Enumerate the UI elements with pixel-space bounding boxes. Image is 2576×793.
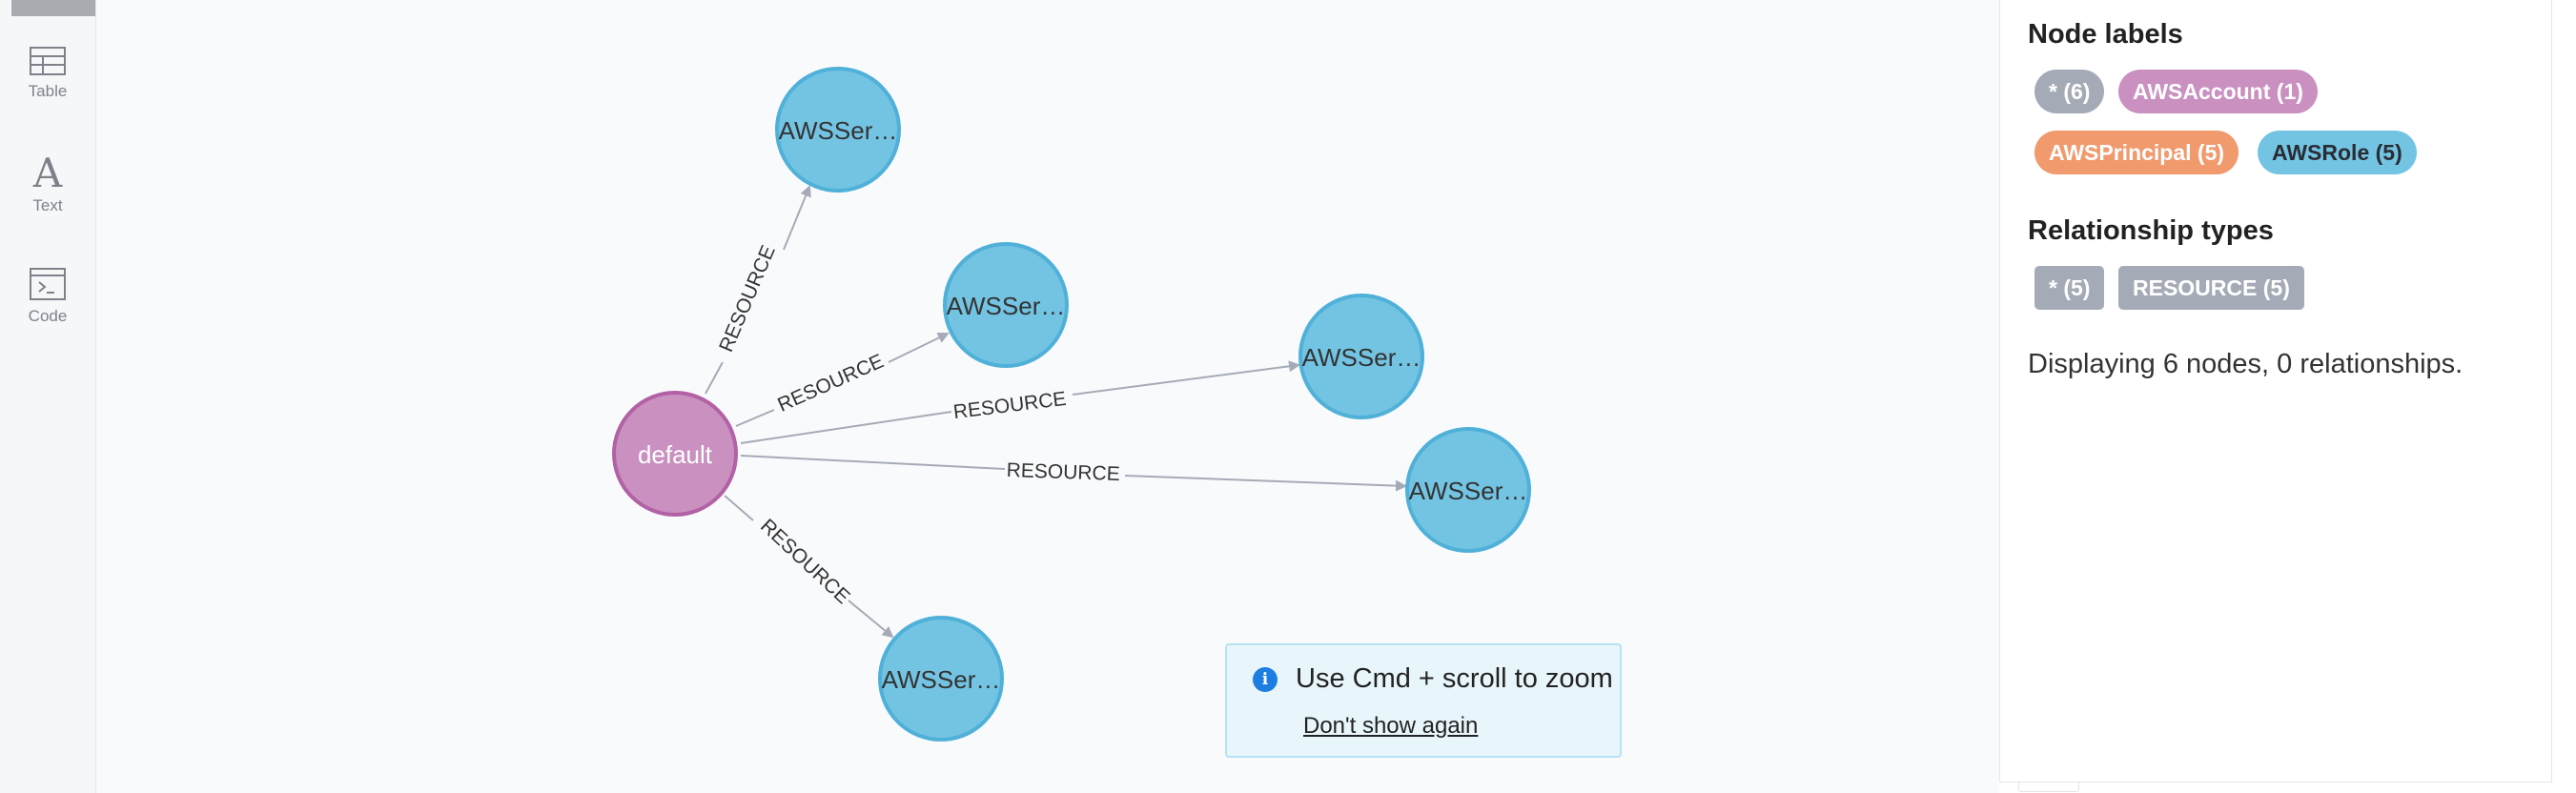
aws-role-node[interactable]: AWSSer…	[775, 67, 901, 193]
node-label-chip-all[interactable]: * (6)	[2034, 70, 2105, 113]
node-label: AWSSer…	[947, 292, 1066, 320]
node-label-chip-awsprincipal[interactable]: AWSPrincipal (5)	[2034, 131, 2239, 174]
graph-overview-panel: Node labels * (6) AWSAccount (1) AWSPrin…	[1999, 0, 2552, 783]
relationship-chip-resource[interactable]: RESOURCE (5)	[2118, 266, 2304, 310]
display-summary: Displaying 6 nodes, 0 relationships.	[2028, 349, 2464, 379]
aws-role-node[interactable]: AWSSer…	[1298, 294, 1424, 419]
edge-label: RESOURCE	[756, 515, 854, 608]
left-sidebar: Table A Text Code	[0, 0, 96, 793]
node-labels-heading: Node labels	[2028, 19, 2183, 50]
text-icon: A	[32, 152, 63, 191]
aws-role-node[interactable]: AWSSer…	[1405, 427, 1531, 553]
edge[interactable]: RESOURCE	[735, 332, 950, 427]
node-label-chip-awsrole[interactable]: AWSRole (5)	[2258, 131, 2417, 174]
graph-canvas[interactable]: RESOURCE RESOURCE RESOURCE RESOURCE RESO…	[96, 0, 2079, 793]
sidebar-graph-tab-indicator[interactable]	[11, 0, 95, 16]
sidebar-item-table[interactable]: Table	[0, 46, 95, 101]
node-label: default	[638, 440, 713, 469]
edge-label: RESOURCE	[774, 350, 887, 416]
code-icon	[30, 268, 66, 300]
node-label: AWSSer…	[779, 116, 898, 145]
aws-account-node[interactable]: default	[612, 391, 738, 517]
sidebar-item-code[interactable]: Code	[0, 267, 95, 326]
node-label: AWSSer…	[1409, 477, 1528, 505]
info-icon: i	[1253, 667, 1278, 692]
svg-text:A: A	[32, 152, 63, 191]
table-icon	[30, 47, 66, 75]
zoom-hint-message: Use Cmd + scroll to zoom	[1296, 663, 1613, 694]
aws-role-node[interactable]: AWSSer…	[943, 242, 1069, 368]
edge-label: RESOURCE	[1006, 459, 1120, 485]
zoom-hint-toast: i Use Cmd + scroll to zoom Don't show ag…	[1225, 643, 1622, 758]
node-label: AWSSer…	[882, 665, 1001, 694]
sidebar-item-label: Table	[28, 82, 68, 100]
relationship-chip-all[interactable]: * (5)	[2034, 266, 2105, 310]
aws-role-node[interactable]: AWSSer…	[878, 616, 1004, 742]
dont-show-again-link[interactable]: Don't show again	[1303, 713, 1479, 739]
edge-label: RESOURCE	[715, 242, 780, 356]
sidebar-item-label: Text	[32, 196, 63, 214]
graph-svg[interactable]: RESOURCE RESOURCE RESOURCE RESOURCE RESO…	[96, 0, 1999, 793]
edge-label: RESOURCE	[952, 388, 1068, 423]
edge[interactable]: RESOURCE	[724, 495, 894, 639]
edge[interactable]: RESOURCE	[705, 185, 811, 395]
sidebar-item-text[interactable]: A Text	[0, 152, 95, 215]
node-label-chip-awsaccount[interactable]: AWSAccount (1)	[2118, 70, 2318, 113]
node-label: AWSSer…	[1302, 343, 1421, 372]
edge[interactable]: RESOURCE	[740, 455, 1407, 492]
relationship-types-heading: Relationship types	[2028, 215, 2274, 246]
sidebar-item-label: Code	[28, 307, 68, 325]
